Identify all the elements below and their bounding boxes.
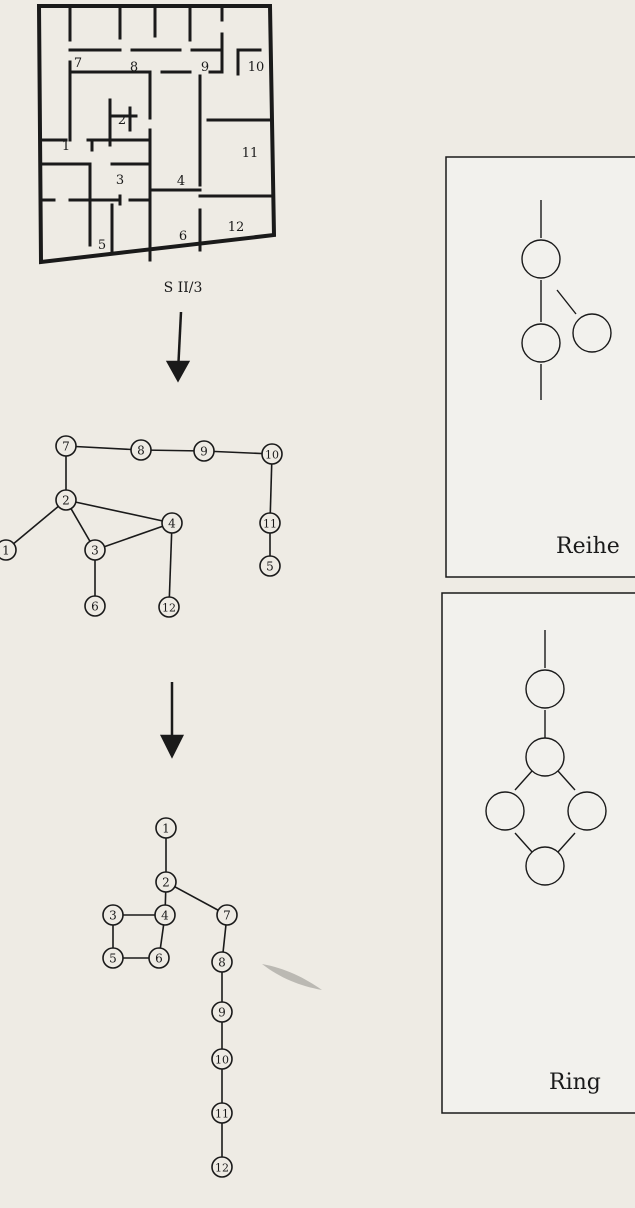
ring-diagram <box>485 630 607 886</box>
floor-plan <box>36 4 277 265</box>
graph-node-label: 3 <box>91 544 99 558</box>
graph-node <box>211 1156 233 1178</box>
graph-node <box>102 947 124 969</box>
graph-node-label: 2 <box>62 494 70 508</box>
plan-caption: S II/3 <box>164 280 203 296</box>
graph-node-label: 7 <box>223 909 231 923</box>
reihe-diagram <box>521 200 612 400</box>
ring-node <box>567 791 607 831</box>
room-label-12: 12 <box>228 220 245 235</box>
reihe-node <box>572 313 612 353</box>
graph-node <box>155 817 177 839</box>
graph-node <box>130 439 152 461</box>
room-label-7: 7 <box>74 56 82 71</box>
plan-outline <box>36 4 277 265</box>
graph-node <box>259 512 281 534</box>
graph-edge <box>5 499 67 551</box>
room-label-6: 6 <box>179 229 187 244</box>
graph-node-label: 4 <box>168 517 176 531</box>
graph-node-label: 10 <box>265 449 279 462</box>
ring-node <box>525 846 565 886</box>
graph-node-label: 6 <box>155 952 163 966</box>
panel-reihe <box>445 156 635 578</box>
arrow-down-2 <box>159 682 185 759</box>
graph-node <box>259 555 281 577</box>
panel-label-reihe: Reihe <box>556 534 620 559</box>
panel-label-ring: Ring <box>549 1070 601 1095</box>
graph-node <box>55 489 77 511</box>
graph-node-label: 11 <box>263 518 277 531</box>
graph-node <box>261 443 283 465</box>
graph-node-label: 11 <box>215 1108 229 1121</box>
graph-edge <box>94 522 173 551</box>
plan-wall <box>90 106 138 206</box>
room-label-10: 10 <box>248 60 265 75</box>
graph-node-label: 2 <box>162 876 170 890</box>
graph-edge <box>65 499 173 524</box>
reihe-node <box>521 323 561 363</box>
ink-smudge <box>262 964 322 990</box>
graph-edge <box>65 445 142 451</box>
graph-node <box>211 951 233 973</box>
graph-node <box>211 1102 233 1124</box>
graph-node-label: 10 <box>215 1054 229 1067</box>
graph-edge <box>168 522 173 608</box>
panel-ring <box>441 592 635 1114</box>
room-label-5: 5 <box>98 238 106 253</box>
graph-node-label: 1 <box>2 544 10 558</box>
graph-node-label: 9 <box>200 445 208 459</box>
reihe-node <box>521 239 561 279</box>
graph-node-label: 3 <box>109 909 117 923</box>
room-label-8: 8 <box>130 60 138 75</box>
graph-node-label: 1 <box>162 822 170 836</box>
graph-node <box>161 512 183 534</box>
graph-node-label: 8 <box>218 956 226 970</box>
graph-node <box>211 1048 233 1070</box>
ring-node <box>485 791 525 831</box>
ring-node <box>525 737 565 777</box>
room-label-3: 3 <box>116 173 124 188</box>
graph-node <box>148 947 170 969</box>
ring-node <box>525 669 565 709</box>
graph-node <box>84 539 106 561</box>
plan-wall <box>68 4 240 262</box>
graph-node-label: 12 <box>215 1162 229 1175</box>
graph-node <box>0 539 17 561</box>
room-label-11: 11 <box>242 146 259 161</box>
graph-node-label: 5 <box>109 952 117 966</box>
room-label-4: 4 <box>177 174 185 189</box>
graph-node-label: 5 <box>266 560 274 574</box>
graph-edge <box>165 881 228 916</box>
graph-node <box>55 435 77 457</box>
graph-edge <box>269 453 273 524</box>
plan-wall <box>40 48 274 202</box>
room-label-2: 2 <box>118 113 126 128</box>
graph-node <box>102 904 124 926</box>
graph-node <box>193 440 215 462</box>
graph-node-label: 4 <box>161 909 169 923</box>
graph-node <box>216 904 238 926</box>
graph-node <box>84 595 106 617</box>
graph-node-label: 12 <box>162 602 176 615</box>
graph-node-label: 9 <box>218 1006 226 1020</box>
graph-node-label: 8 <box>137 444 145 458</box>
graph-node-label: 6 <box>91 600 99 614</box>
graph-node <box>155 871 177 893</box>
arrow-down-1 <box>165 311 191 383</box>
graph-edge <box>203 450 273 455</box>
plan-room-labels: 1 2 3 4 5 6 7 8 9 10 11 12 <box>62 56 264 253</box>
room-label-9: 9 <box>201 60 209 75</box>
graph-node <box>211 1001 233 1023</box>
graph-node-label: 7 <box>62 440 70 454</box>
graph-node <box>154 904 176 926</box>
graph-node <box>158 596 180 618</box>
room-label-1: 1 <box>62 139 70 154</box>
